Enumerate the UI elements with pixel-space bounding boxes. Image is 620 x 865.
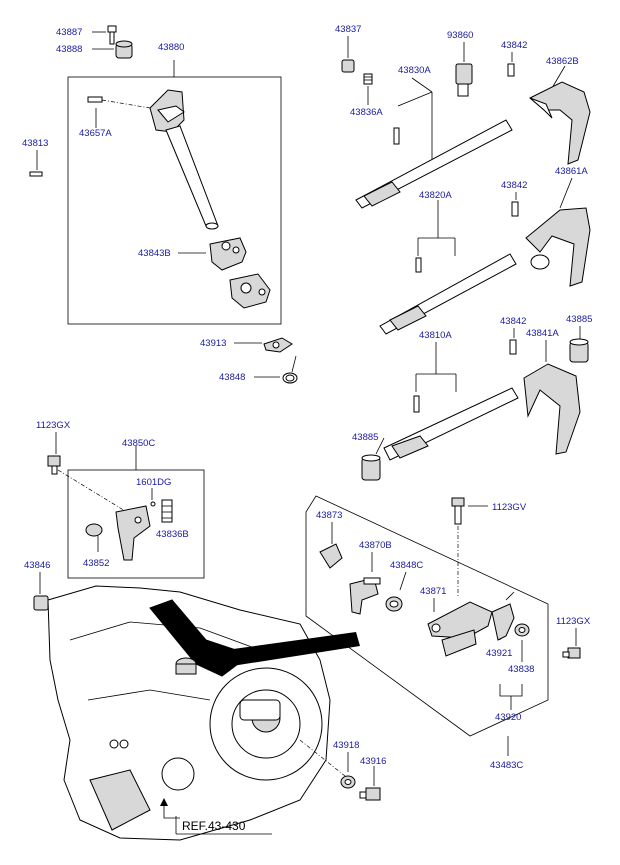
- label-43843B: 43843B: [138, 248, 171, 259]
- bolt-43916: [359, 766, 381, 801]
- fork-43862B: [529, 65, 591, 165]
- label-1123GV: 1123GV: [492, 502, 527, 513]
- plug-43846: [33, 572, 49, 611]
- rail-43820A: [379, 200, 517, 335]
- label-43837: 43837: [335, 24, 361, 35]
- spring-43836B: [161, 499, 173, 523]
- bushing-43885-b: [361, 437, 385, 481]
- lever-43870B: [349, 552, 381, 615]
- label-43848C: 43848C: [390, 560, 423, 571]
- label-43870B: 43870B: [359, 540, 392, 551]
- bolt-1123GX-a: [47, 455, 61, 475]
- label-43888: 43888: [56, 44, 82, 55]
- label-43820A: 43820A: [419, 190, 452, 201]
- pin-43842-a: [507, 52, 515, 77]
- label-43813: 43813: [22, 138, 48, 149]
- label-43848: 43848: [219, 372, 245, 383]
- label-93860: 93860: [447, 30, 473, 41]
- pin-43842-b: [511, 192, 519, 217]
- plug-43852: [85, 523, 103, 552]
- plate-43913: [234, 337, 293, 353]
- label-43913: 43913: [200, 338, 226, 349]
- label-43852: 43852: [83, 558, 109, 569]
- spring-43836A: [363, 73, 373, 105]
- label-43885-a: 43885: [566, 314, 592, 325]
- label-43841A: 43841A: [526, 328, 559, 339]
- label-43916: 43916: [360, 756, 386, 767]
- label-43836A: 43836A: [350, 107, 383, 118]
- label-43880: 43880: [158, 42, 184, 53]
- label-43842-c: 43842: [500, 316, 526, 327]
- part-lower-lever: [229, 273, 271, 309]
- switch-93860: [455, 42, 473, 97]
- label-43846: 43846: [24, 560, 50, 571]
- pin-43842-c: [509, 328, 517, 355]
- group-43850C: [47, 432, 205, 579]
- label-43887: 43887: [56, 27, 82, 38]
- bushing-43888: [115, 40, 133, 59]
- label-43918: 43918: [333, 740, 359, 751]
- label-43885-b: 43885: [352, 432, 378, 443]
- label-43842-b: 43842: [501, 180, 527, 191]
- washer-43918: [299, 739, 356, 789]
- rail-43830A: [355, 77, 513, 209]
- label-1601DG: 1601DG: [136, 477, 171, 488]
- plug-43837: [341, 36, 355, 73]
- bracket-43850C: [115, 505, 151, 561]
- part-43843B: [209, 237, 247, 271]
- bracket-43920: [499, 684, 523, 697]
- bolt-43887: [107, 25, 117, 45]
- group-box-43850C: [67, 469, 205, 579]
- label-43873: 43873: [316, 510, 342, 521]
- label-43810A: 43810A: [419, 330, 452, 341]
- label-43920: 43920: [495, 712, 521, 723]
- bolt-1123GX-b: [562, 628, 581, 659]
- ref-callout: [160, 798, 272, 835]
- group-43880: [67, 25, 282, 325]
- label-43657A: 43657A: [79, 128, 112, 139]
- bushing-43885-a: [569, 326, 589, 363]
- fork-43861A: [525, 177, 591, 287]
- spring-43848C: [385, 571, 407, 612]
- pin-43657A: [87, 96, 103, 103]
- label-43850C: 43850C: [122, 438, 155, 449]
- rail-43810A: [383, 342, 519, 461]
- fork-43841A: [523, 340, 581, 455]
- label-1123GX-b: 1123GX: [556, 616, 591, 627]
- group-43483C: [305, 495, 581, 756]
- callout-wedge: [226, 632, 360, 666]
- pin-43813: [29, 150, 43, 177]
- group-box-43880: [67, 76, 282, 325]
- part-43873: [319, 522, 343, 569]
- spring-43848: [254, 355, 298, 384]
- transmission-case: [47, 585, 360, 841]
- label-43921: 43921: [486, 648, 512, 659]
- washer-43838: [514, 623, 530, 662]
- label-layer: 43887 43888 43880 43657A 43813 43843B 43…: [22, 24, 592, 833]
- label-43862B: 43862B: [546, 56, 579, 67]
- label-43483C: 43483C: [490, 760, 523, 771]
- label-43830A: 43830A: [398, 65, 431, 76]
- label-1123GX-a: 1123GX: [36, 420, 71, 431]
- group-box-43483C: [305, 495, 549, 737]
- label-ref: REF.43-430: [182, 819, 246, 833]
- plate-43871: [427, 598, 493, 657]
- bolt-1123GV: [451, 497, 488, 525]
- shift-lever-shaft: [149, 89, 219, 230]
- label-43871: 43871: [420, 586, 446, 597]
- label-43861A: 43861A: [555, 166, 588, 177]
- label-43842-a: 43842: [501, 40, 527, 51]
- arm-43921: [491, 591, 515, 641]
- label-43838: 43838: [508, 664, 534, 675]
- label-43836B: 43836B: [156, 529, 189, 540]
